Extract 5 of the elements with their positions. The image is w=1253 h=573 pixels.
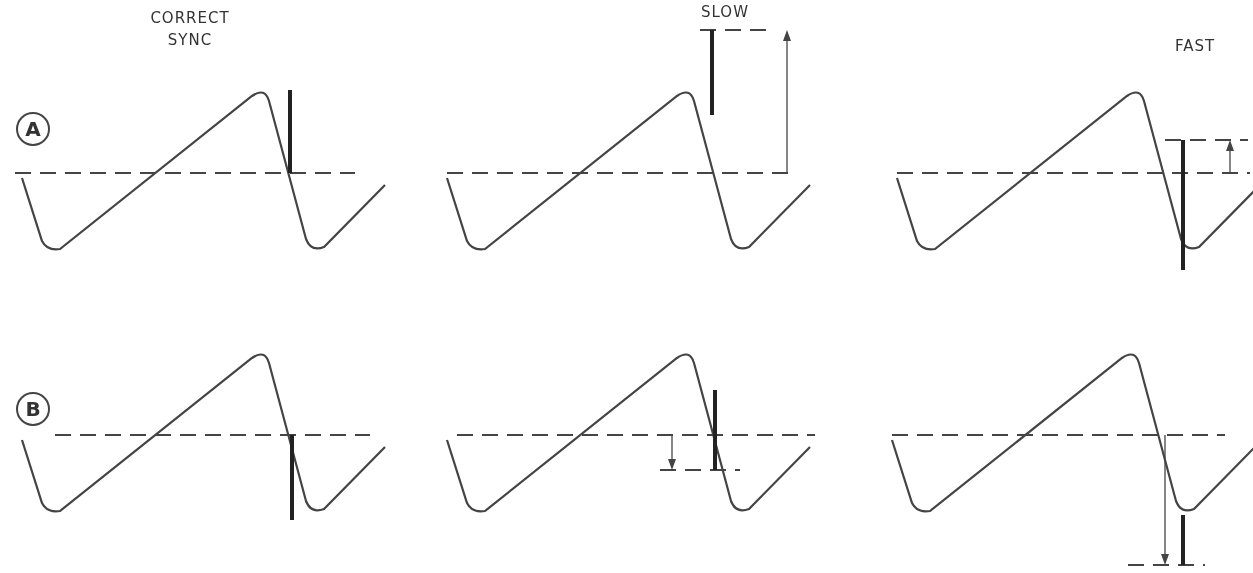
column-heading: FAST	[1173, 36, 1217, 57]
column-heading: SLOW	[700, 2, 750, 23]
column-heading: CORRECT SYNC	[149, 8, 231, 51]
circled-letter: B	[16, 392, 50, 426]
circled-letter: A	[16, 112, 50, 146]
